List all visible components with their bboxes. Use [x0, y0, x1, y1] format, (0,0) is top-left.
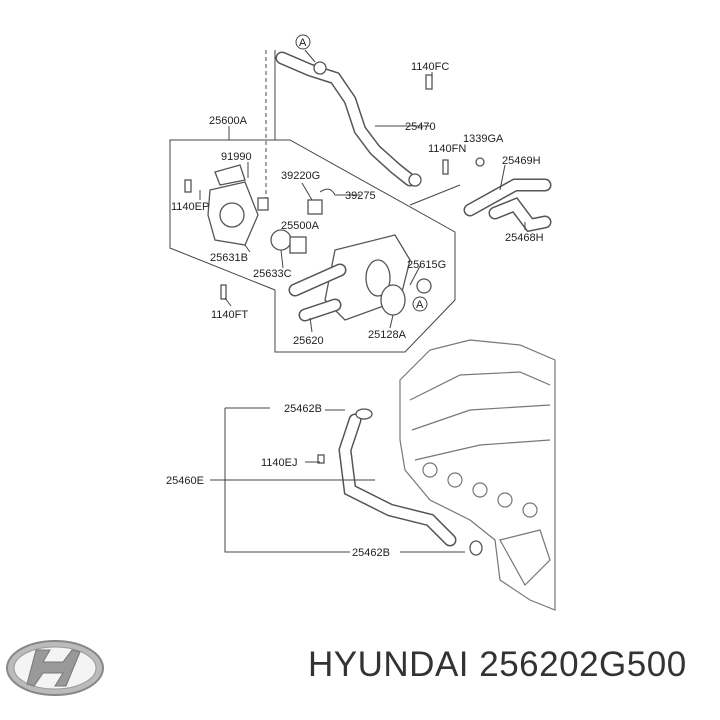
label-25128A: 25128A: [368, 329, 407, 341]
thermostat: [289, 236, 307, 254]
label-1140EJ: 1140EJ: [261, 457, 298, 469]
pipe-25470: [275, 51, 422, 187]
hose-25460E: [317, 408, 483, 556]
label-25615G: 25615G: [407, 259, 446, 271]
label-25468H: 25468H: [505, 232, 544, 244]
temp-sensor: [307, 199, 323, 215]
reference-a-circle: [295, 34, 311, 50]
label-25460E: 25460E: [166, 475, 204, 487]
ref-a-bottom: A: [416, 299, 424, 311]
ref-a-top: A: [299, 37, 307, 49]
label-25462B-bottom: 25462B: [352, 547, 390, 559]
label-91990: 91990: [221, 151, 252, 163]
label-1140FN: 1140FN: [428, 143, 466, 155]
label-25470: 25470: [405, 121, 436, 133]
label-1140FC: 1140FC: [411, 61, 449, 73]
label-25633C: 25633C: [253, 268, 292, 280]
label-39220G: 39220G: [281, 170, 320, 182]
assembly-outline: [169, 139, 456, 353]
label-25620: 25620: [293, 335, 324, 347]
label-25462B-top: 25462B: [284, 403, 322, 415]
callout-labels: A 1140FC 25470 1339GA 1140FN 25469H 2560…: [166, 34, 544, 559]
clip: [319, 188, 336, 196]
engine-block: [399, 339, 556, 611]
water-inlet-fitting: [184, 164, 292, 300]
label-1140FT: 1140FT: [211, 309, 248, 321]
label-25500A: 25500A: [281, 220, 320, 232]
label-25631B: 25631B: [210, 252, 248, 264]
pipe-25469H: [463, 178, 552, 233]
label-39275: 39275: [345, 190, 376, 202]
label-25469H: 25469H: [502, 155, 541, 167]
hyundai-logo: [6, 640, 104, 696]
thermostat-housing: [288, 234, 432, 322]
label-25600A: 25600A: [209, 115, 248, 127]
label-1140EP: 1140EP: [171, 201, 209, 213]
label-1339GA: 1339GA: [463, 133, 504, 145]
part-caption: HYUNDAI 256202G500: [308, 645, 687, 684]
